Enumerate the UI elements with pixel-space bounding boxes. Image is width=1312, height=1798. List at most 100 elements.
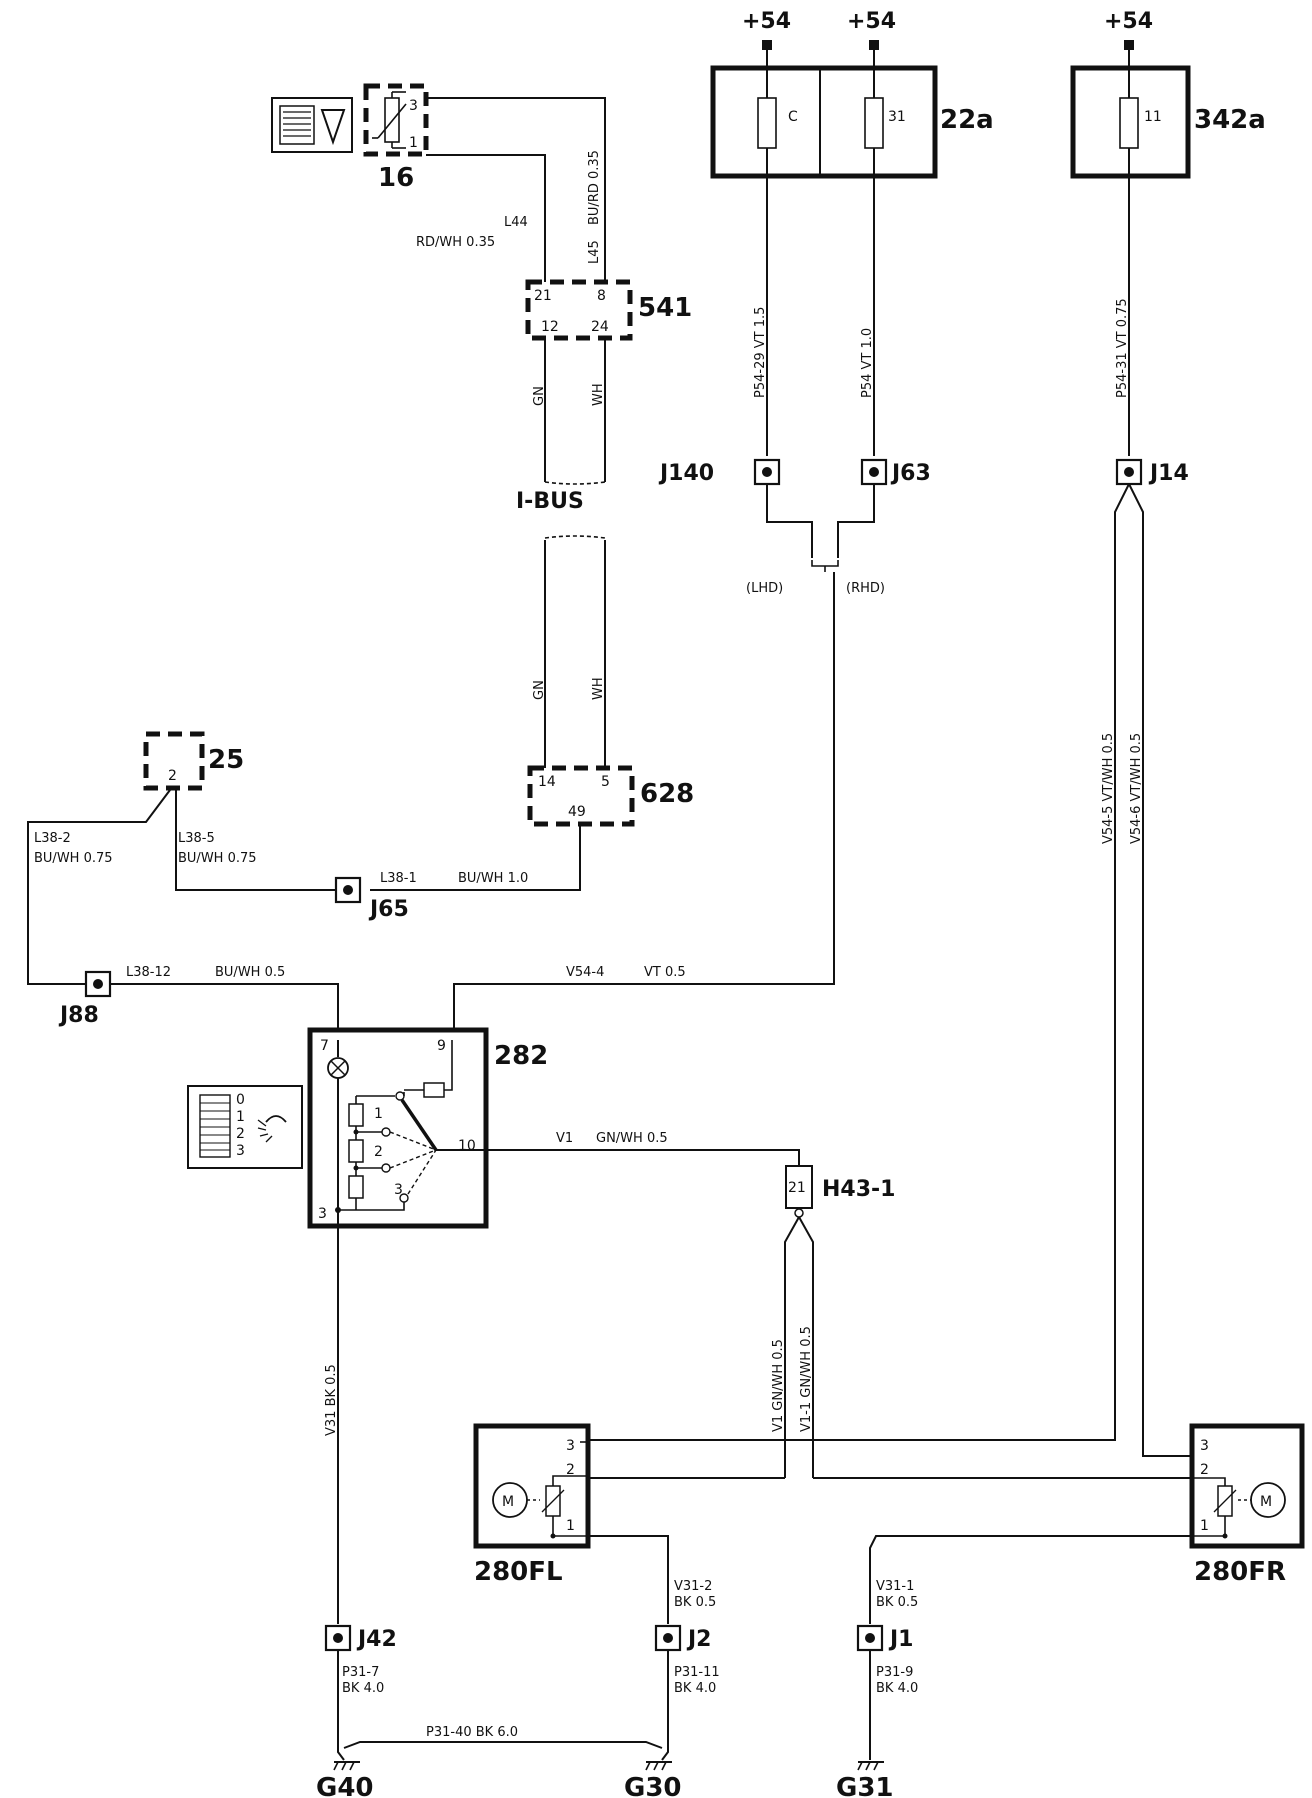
pin-label: 1 (409, 135, 418, 151)
component-label: 22a (940, 105, 994, 135)
supply-terminal (1124, 40, 1134, 50)
component-282: 7 9 10 3 282 1 2 3 (307, 1027, 548, 1229)
wire-label: L45 (587, 240, 602, 264)
fuse (1119, 97, 1139, 149)
junction-label: J65 (368, 897, 409, 922)
resistor (348, 1175, 364, 1199)
wire-label: L38-2 (34, 831, 71, 846)
pin-label: 7 (320, 1038, 329, 1054)
junction-label: J2 (686, 1627, 712, 1652)
wire-lhd (766, 484, 813, 558)
resistor (423, 1082, 445, 1098)
wire-v54-6 (1128, 483, 1192, 1457)
wire-label: VT 0.5 (644, 965, 686, 980)
connector-label: H43-1 (822, 1177, 895, 1202)
pin-label: 24 (591, 319, 609, 335)
wire-label: P54 VT 1.0 (860, 328, 875, 398)
switch-pos-label: 2 (374, 1144, 383, 1160)
component-label: 25 (208, 745, 244, 775)
wire-l45 (426, 97, 606, 284)
supply-label: +54 (1104, 9, 1153, 34)
component-frame (1189, 1423, 1305, 1549)
junction-j14: J14 (1115, 458, 1189, 486)
fuse-label: C (788, 109, 798, 125)
pin-label: 5 (601, 774, 610, 790)
component-label: 541 (638, 293, 692, 323)
wire-v54-4 (453, 582, 835, 1040)
wire-label: L38-1 (380, 871, 417, 886)
ground-g31: G31 (836, 1761, 894, 1798)
resistor (348, 1103, 364, 1127)
supply-terminal (762, 40, 772, 50)
wire-v54-5 (588, 483, 1130, 1441)
pin-label: 2 (1200, 1462, 1209, 1478)
wire-label: GN (532, 680, 547, 700)
wire-l38-5 (175, 790, 336, 891)
supply-label: +54 (742, 9, 791, 34)
switch-wiper (400, 1099, 438, 1151)
wire-label: BU/WH 0.75 (34, 851, 113, 866)
wire-label: P54-29 VT 1.5 (753, 307, 768, 398)
wire-label: BU/WH 1.0 (458, 871, 528, 886)
wire-label: V1-1 GN/WH 0.5 (799, 1326, 814, 1432)
variant-label: (LHD) (746, 581, 783, 596)
fuse (864, 97, 884, 149)
wire-label: BK 4.0 (342, 1681, 384, 1696)
component-label: 280FR (1194, 1557, 1286, 1587)
wire-label: GN/WH 0.5 (596, 1131, 668, 1146)
switch-pos-label: 2 (236, 1126, 245, 1142)
wire-label: V54-6 VT/WH 0.5 (1129, 733, 1144, 844)
wire-label: V31-1 (876, 1579, 914, 1594)
component-frame (525, 279, 633, 341)
junction-j2: J2 (654, 1624, 712, 1652)
junction-label: J63 (890, 461, 931, 486)
ground-label: G31 (836, 1773, 894, 1798)
component-16: 3 1 16 (271, 83, 429, 193)
pin-label: 21 (534, 288, 552, 304)
fuse-label: 11 (1144, 109, 1162, 125)
junction-j1: J1 (856, 1624, 914, 1652)
pin-label: 3 (318, 1206, 327, 1222)
wire-label: BU/WH 0.75 (178, 851, 257, 866)
component-label: 280FL (474, 1557, 563, 1587)
switch-pos-label: 1 (374, 1106, 383, 1122)
junction-j63: J63 (860, 458, 931, 486)
supply-terminal (869, 40, 879, 50)
wire-rhd (837, 484, 875, 558)
wire-label: V31-2 (674, 1579, 712, 1594)
switch-pos-label: 1 (236, 1109, 245, 1125)
supply-group: +54 +54 +54 (742, 9, 1153, 50)
wire-label: V54-5 VT/WH 0.5 (1101, 733, 1116, 844)
wire-label: BK 0.5 (876, 1595, 918, 1610)
wire-label: L38-5 (178, 831, 215, 846)
wire-p31-11 (661, 1650, 669, 1761)
wire-label: GN (532, 386, 547, 406)
wire-label: P31-40 BK 6.0 (426, 1725, 518, 1740)
motor-280fr: 3 2 1 M 280FR (1189, 1423, 1305, 1587)
component-label: 16 (378, 163, 414, 193)
junction-label: J88 (58, 1003, 99, 1028)
wire-label: P31-7 (342, 1665, 379, 1680)
resistor (348, 1139, 364, 1163)
fuse-box-frame (710, 65, 938, 179)
pin-label: 1 (1200, 1518, 1209, 1534)
component-label: 342a (1194, 105, 1266, 135)
motor-label: M (502, 1494, 514, 1510)
wire-label: V31 BK 0.5 (324, 1364, 339, 1436)
fuse (757, 97, 777, 149)
component-label: 628 (640, 779, 694, 809)
wire-v1-1 (798, 1216, 814, 1478)
junction-label: J1 (888, 1627, 914, 1652)
wire-label: V54-4 (566, 965, 604, 980)
wire-v1 (486, 1149, 800, 1166)
junction-j42: J42 (324, 1624, 397, 1652)
wire-label: P54-31 VT 0.75 (1115, 298, 1130, 398)
motor-label: M (1260, 1494, 1272, 1510)
component-frame (143, 731, 205, 791)
junction-label: J14 (1148, 461, 1189, 486)
wire-label: BK 4.0 (674, 1681, 716, 1696)
wire-label: BU/RD 0.35 (587, 150, 602, 225)
wire-label: V1 GN/WH 0.5 (771, 1339, 786, 1432)
ground-g30: G30 (624, 1761, 682, 1798)
